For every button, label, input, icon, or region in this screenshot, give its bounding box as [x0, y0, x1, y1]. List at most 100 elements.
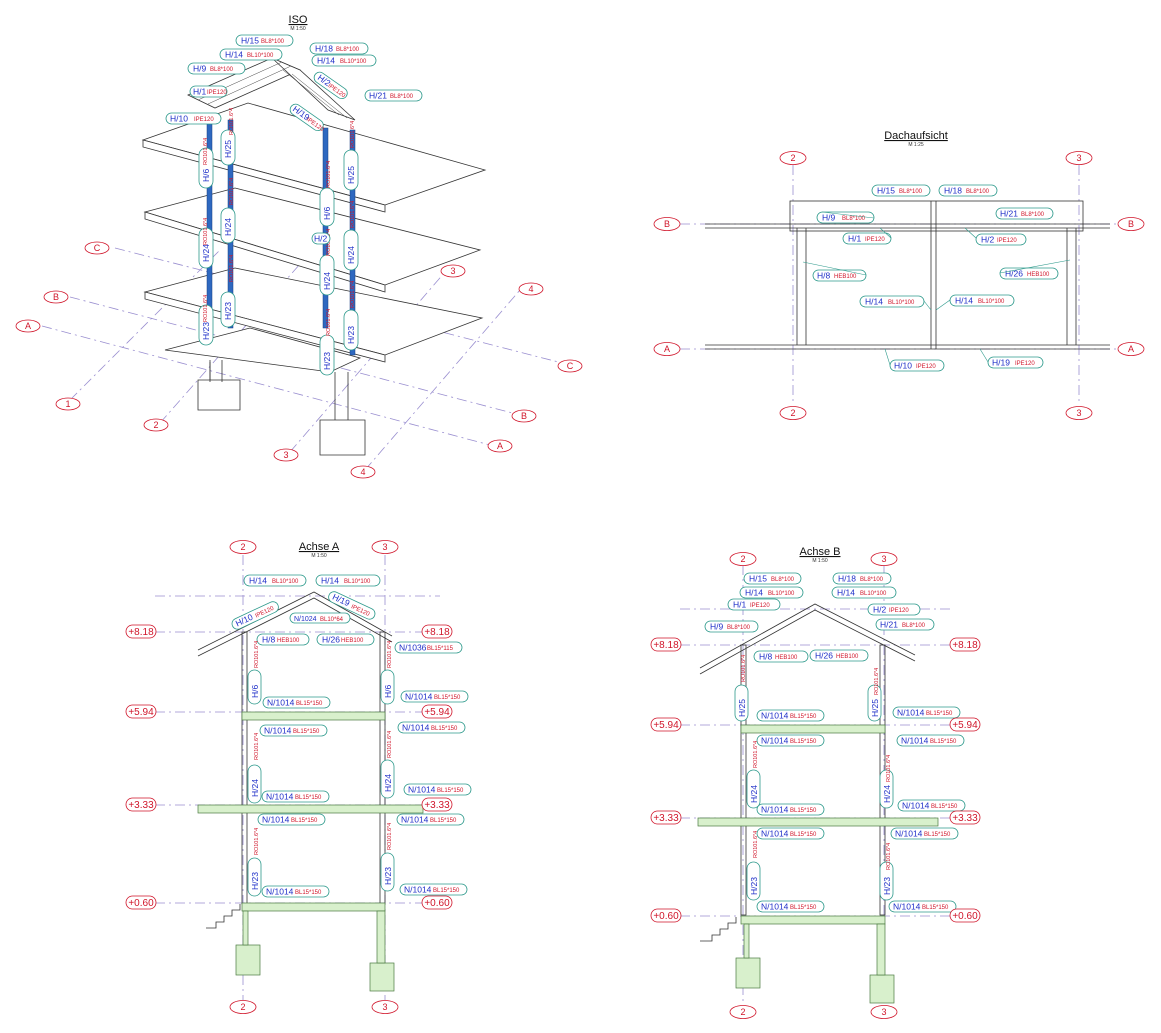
achseB-level-594-right: +5.94: [952, 720, 978, 731]
achseB-sec-N1014-3: BL15*150: [790, 739, 817, 745]
roof-tags: H/15 BL8*100 H/18 BL8*100 H/9 BL8*100 H/…: [802, 184, 1071, 372]
roof-sec-H10: IPE120: [916, 364, 936, 370]
iso-sec-H21: BL8*100: [390, 94, 414, 100]
achseB-tag-H25-left: H/25: [737, 699, 747, 717]
achseB-level-818-right: +8.18: [952, 640, 978, 651]
iso-tag-H23-left2: H/23: [223, 302, 233, 320]
roof-sec-H14-right: BL10*100: [978, 299, 1005, 305]
achseB-tag-N1014-4: N/1014: [901, 736, 929, 746]
iso-tag-H6-left: H/6: [201, 169, 211, 183]
achseA-sec-ro-6: RO101.6*4: [387, 823, 393, 850]
iso-grid-2: 2: [153, 420, 158, 430]
roof-sec-H8: HEB100: [834, 274, 857, 280]
achseA-sec-N1014-5: BL15*150: [295, 795, 322, 801]
iso-tag-H23-right: H/23: [322, 352, 332, 370]
achseA-tag-N1024: N/1024: [294, 616, 317, 623]
achseB-sec-H15: BL8*100: [771, 577, 795, 583]
achseA-sec-H14-right: BL10*100: [344, 579, 371, 585]
achseA-sec-ro-3: RO101.6*4: [254, 828, 260, 855]
achseA-level-333-right: +3.33: [424, 800, 450, 811]
achseB-sec-N1014-6: BL15*150: [931, 804, 958, 810]
achseB-level-818-left: +8.18: [653, 640, 679, 651]
iso-grid-3-bottom: 3: [283, 450, 288, 460]
achseA-level-333-left: +3.33: [128, 800, 154, 811]
achseA-sec-ro-2: RO101.6*4: [254, 733, 260, 760]
achseA-level-060-left: +0.60: [128, 898, 154, 909]
achseB-sec-H8: HEB100: [775, 655, 798, 661]
achseA-sec-N1024: BL10*64: [320, 617, 344, 623]
roof-grid-bubbles: 2 3 2 3 B B A A: [653, 151, 1145, 420]
achseB-structure: [697, 603, 939, 1004]
iso-grid-C-left: C: [94, 243, 101, 253]
iso-sec-ro-1: RO101.6*4: [203, 138, 209, 165]
roof-sec-H19: IPE120: [1015, 361, 1035, 367]
achseA-level-818-right: +8.18: [424, 627, 450, 638]
roof-sec-H2: IPE120: [997, 238, 1017, 244]
achseB-level-060-left: +0.60: [653, 911, 679, 922]
achseA-sec-N1014-9: BL15*150: [295, 890, 322, 896]
achseB-sec-ro-1: RO101.6*4: [741, 655, 747, 682]
achseB-sec-ro-6: RO101.6*4: [886, 843, 892, 870]
achseB-tag-H23-right: H/23: [882, 877, 892, 895]
roof-tag-H21: H/21: [1000, 209, 1018, 219]
roof-title: Dachaufsicht: [884, 130, 948, 142]
achseA-tag-H24-right: H/24: [383, 774, 393, 792]
roof-tag-H9: H/9: [822, 213, 836, 223]
achseA-tag-H8: H/8: [262, 635, 276, 645]
achseA-grid-2-top: 2: [240, 542, 245, 552]
achseB-title: Achse B: [800, 546, 841, 558]
achseA-tag-N1014-5: N/1014: [266, 792, 294, 802]
achseB-sec-N1014-8: BL15*150: [924, 832, 951, 838]
iso-sec-H14: BL10*100: [247, 53, 274, 59]
achseA-sec-N1014-1: BL15*150: [296, 701, 323, 707]
achseB-grid-2-bottom: 2: [740, 1007, 745, 1017]
achseB-sec-N1014-5: BL15*150: [790, 808, 817, 814]
roof-plan-view: H/15 BL8*100 H/18 BL8*100 H/9 BL8*100 H/…: [653, 151, 1145, 420]
iso-grid-1: 1: [65, 399, 70, 409]
achseB-tag-H15: H/15: [749, 574, 767, 584]
iso-sec-ro-5: RO101.6*4: [229, 178, 235, 205]
achseB-tag-H24-left: H/24: [749, 785, 759, 803]
iso-tag-H24-left: H/24: [201, 244, 211, 262]
achseA-levels: +8.18 +8.18 +5.94 +5.94 +3.33 +3.33 +0.6…: [125, 624, 453, 910]
achseB-tag-N1014-5: N/1014: [761, 805, 789, 815]
achseA-sec-H8: HEB100: [277, 638, 300, 644]
achseA-structure: [197, 591, 424, 992]
iso-tag-H24-right: H/24: [322, 272, 332, 290]
iso-view: H/6 H/24 H/23 H/25 H/24 H/23 H/6 H/24 H/…: [15, 34, 583, 479]
iso-tag-H10: H/10: [170, 114, 188, 124]
iso-tag-H18: H/18: [315, 44, 333, 54]
achseA-view: H/14 BL10*100 H/14 BL10*100 H/10 IPE120 …: [125, 540, 472, 1014]
roof-structure: [705, 200, 1110, 350]
achseB-sec-H18: BL8*100: [860, 577, 884, 583]
iso-tag-H15: H/15: [241, 36, 259, 46]
achseA-grid-2-bottom: 2: [240, 1002, 245, 1012]
roof-grid-A-left: A: [664, 344, 670, 354]
achseB-level-060-right: +0.60: [952, 911, 978, 922]
roof-sec-H21: BL8*100: [1021, 212, 1045, 218]
achseB-tag-N1014-7: N/1014: [761, 829, 789, 839]
iso-tag-H14-2: H/14: [317, 56, 335, 66]
achseA-grid-3-top: 3: [382, 542, 387, 552]
achseA-sec-N1014-7: BL15*150: [437, 788, 464, 794]
iso-vertical-tags: H/6 H/24 H/23 H/25 H/24 H/23 H/6 H/24 H/…: [198, 108, 359, 376]
roof-tag-H10: H/10: [894, 361, 912, 371]
achseB-tag-H25-right: H/25: [870, 699, 880, 717]
achseB-sec-N1014-7: BL15*150: [790, 832, 817, 838]
iso-tag-H24-right2: H/24: [346, 246, 356, 264]
iso-tag-H14: H/14: [225, 50, 243, 60]
iso-grid-A-left: A: [25, 321, 31, 331]
achseA-sec-N1014-8: BL15*150: [430, 818, 457, 824]
achseA-tag-H6-left: H/6: [250, 685, 260, 699]
iso-grid-B-right: B: [521, 411, 527, 421]
achseA-tag-H6-right: H/6: [383, 685, 393, 699]
roof-grid-A-right: A: [1128, 344, 1134, 354]
iso-grid-C-right: C: [567, 361, 574, 371]
achseB-sec-N1014-9: BL15*150: [790, 905, 817, 911]
roof-grid-3-top: 3: [1076, 153, 1081, 163]
iso-sec-ro-11: RO101.6*4: [350, 201, 356, 228]
achseB-sec-N1014-1: BL15*150: [790, 714, 817, 720]
achseB-level-594-left: +5.94: [653, 720, 679, 731]
iso-sec-H15: BL8*100: [261, 39, 285, 45]
achseA-sec-N1036: BL15*115: [427, 646, 454, 652]
